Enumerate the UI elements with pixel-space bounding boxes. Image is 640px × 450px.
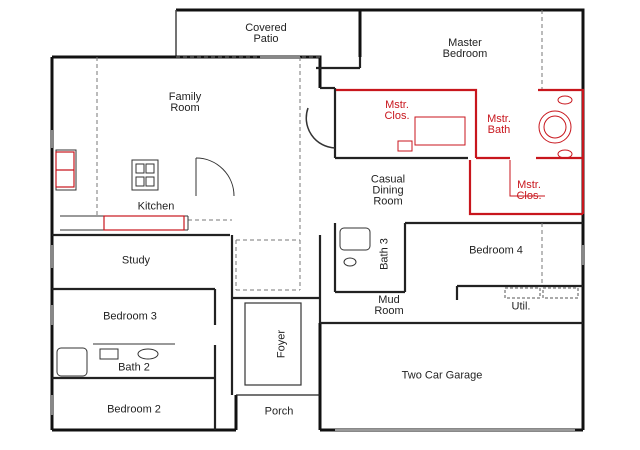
foyer-label: Foyer bbox=[275, 329, 288, 359]
master-bedroom-label: Master Bedroom bbox=[442, 37, 488, 60]
study-label: Study bbox=[121, 254, 151, 267]
bedroom-2-label: Bedroom 2 bbox=[107, 403, 161, 416]
bedroom-3-label: Bedroom 3 bbox=[103, 310, 157, 323]
master-bath-fixtures bbox=[397, 95, 573, 197]
bath-2-label: Bath 2 bbox=[118, 361, 150, 374]
foyer-frame bbox=[244, 302, 302, 386]
door-arc bbox=[195, 157, 235, 197]
porch-label: Porch bbox=[264, 405, 294, 418]
mstr-bath-label: Mstr. Bath bbox=[487, 113, 511, 136]
kitchen-label: Kitchen bbox=[137, 200, 175, 213]
kitchen-fixtures bbox=[55, 149, 189, 231]
kitchen-dashes bbox=[96, 10, 543, 291]
two-car-garage-label: Two Car Garage bbox=[401, 369, 483, 382]
covered-patio-label: Covered Patio bbox=[245, 22, 287, 45]
bedroom-4-label: Bedroom 4 bbox=[469, 244, 523, 257]
bath-2-fixtures bbox=[56, 343, 175, 377]
family-room-label: Family Room bbox=[168, 91, 202, 114]
casual-dining-label: Casual Dining Room bbox=[370, 173, 406, 208]
bath-3-fixtures bbox=[339, 227, 371, 267]
util-fixtures bbox=[504, 287, 579, 299]
mstr-clos-left-label: Mstr. Clos. bbox=[384, 99, 410, 122]
kitchen-red-marks bbox=[55, 151, 185, 231]
exterior-walls bbox=[50, 8, 585, 432]
util-label: Util. bbox=[511, 300, 531, 313]
mud-room-label: Mud Room bbox=[374, 294, 404, 317]
interior-walls bbox=[52, 57, 583, 430]
master-suite-red-walls bbox=[336, 88, 585, 216]
windows bbox=[50, 56, 585, 431]
mstr-clos-right-label: Mstr. Clos. bbox=[516, 179, 542, 202]
bath-3-label: Bath 3 bbox=[378, 238, 391, 270]
